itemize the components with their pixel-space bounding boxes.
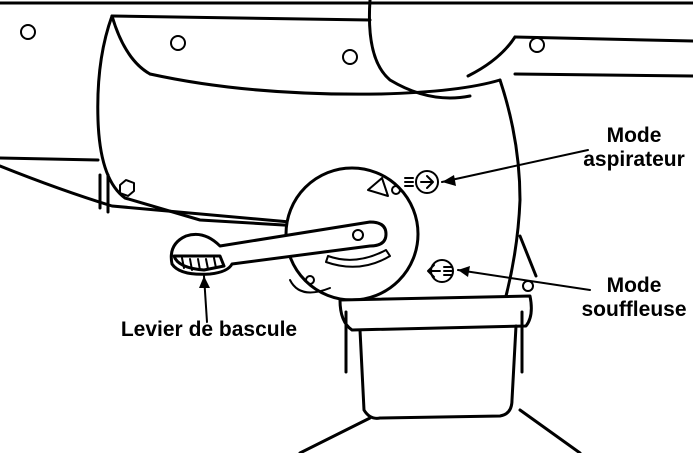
collection-canister [298, 234, 582, 453]
callout-arrows [199, 149, 591, 323]
tilt-lever [169, 220, 388, 276]
arrow-in-icon [404, 170, 439, 194]
arrow-out-icon [427, 259, 454, 283]
levier-de-bascule-label: Levier de bascule [120, 318, 298, 341]
mode-souffleuse-label: Mode souffleuse [581, 274, 687, 321]
machine-frame [0, 0, 693, 302]
mode-aspirateur-label: Mode aspirateur [583, 124, 685, 171]
